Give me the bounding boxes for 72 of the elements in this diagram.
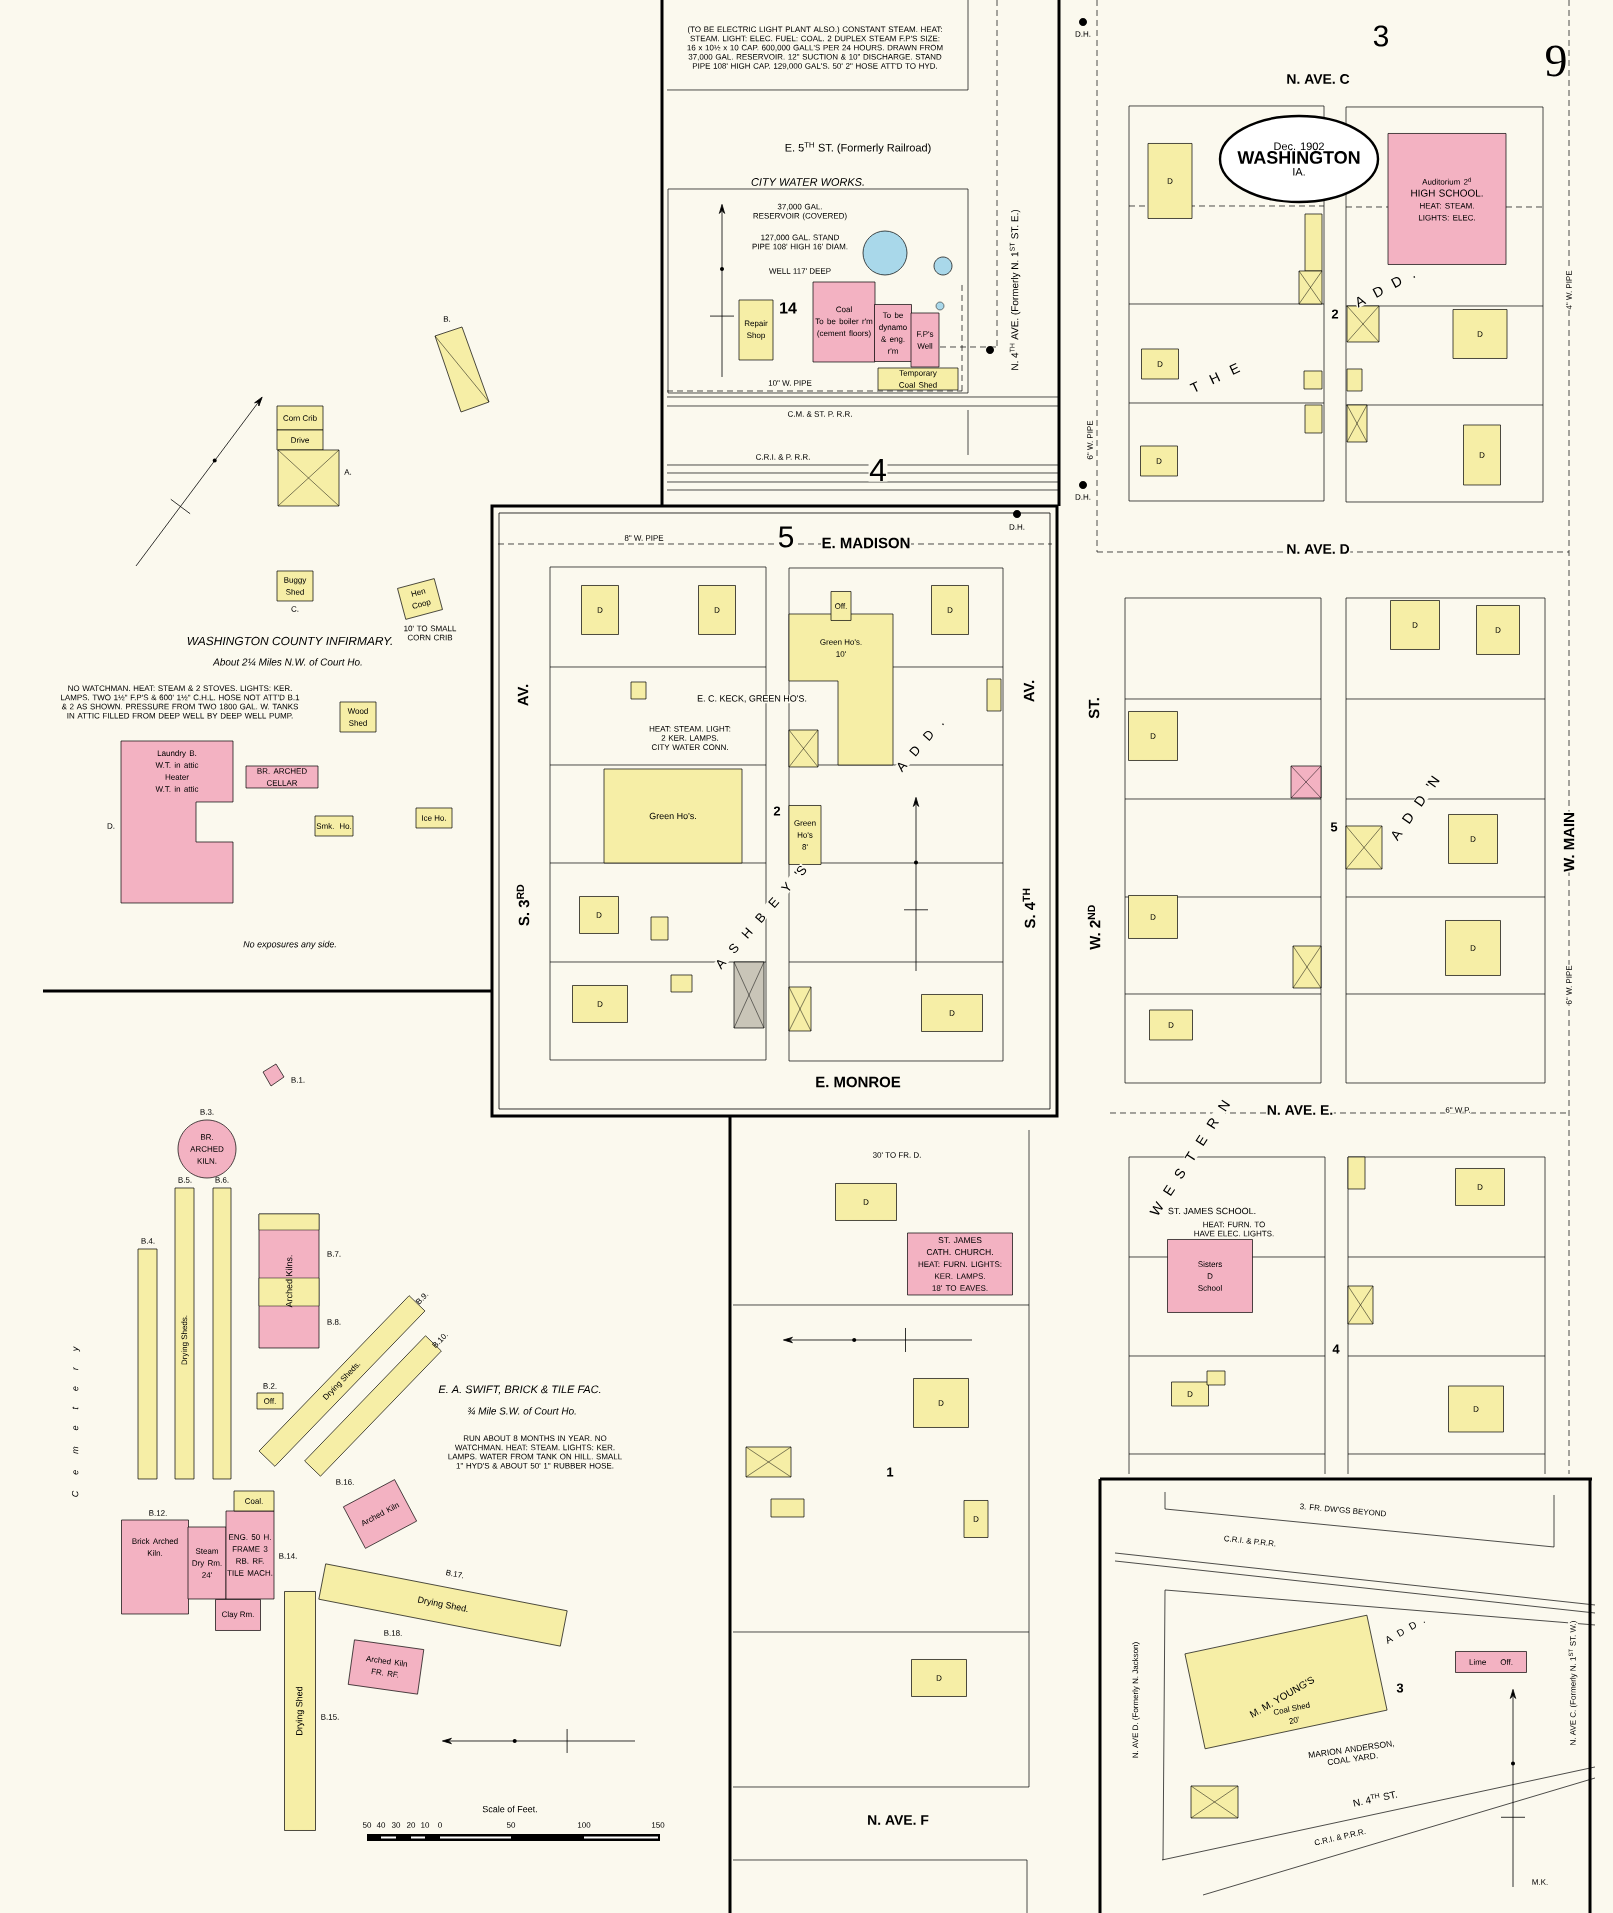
outbuilding	[1206, 1370, 1226, 1386]
outbuilding	[788, 729, 819, 768]
addition-name: A D D .	[1352, 267, 1418, 309]
outbuilding	[1346, 368, 1363, 392]
outbuilding	[1292, 945, 1322, 989]
kiln-building: Arched Kilns.	[258, 1213, 320, 1349]
water-tank	[933, 256, 953, 276]
scale-title: Scale of Feet.	[482, 1805, 537, 1813]
title-cartouche: Dec. 1902 WASHINGTON IA.	[1218, 114, 1380, 204]
block-number: 4	[1332, 1344, 1340, 1354]
street-name: W. MAIN	[1563, 811, 1575, 873]
outbuilding	[770, 1498, 805, 1518]
street-name: N. 4$^{TH}$ AVE. (Formerly N. 1$^{ST}$ ST. E.)	[1009, 209, 1021, 370]
outbuilding	[630, 681, 647, 700]
outbuilding	[733, 961, 765, 1029]
street-name: N. AVE. F	[868, 1815, 929, 1825]
outbuilding	[1303, 370, 1323, 390]
block-number: 5	[1330, 822, 1338, 832]
sheet-number: 9	[1546, 45, 1566, 77]
block-number: 2	[773, 806, 781, 816]
outbuilding	[434, 326, 490, 413]
street-name: S. 3$^{RD}$	[516, 884, 530, 926]
greenhouse: Green Ho's.	[603, 768, 743, 864]
street-name: E. MONROE	[816, 1076, 901, 1088]
street-name: AV.	[517, 684, 529, 706]
site-title: WASHINGTON COUNTY INFIRMARY.	[187, 636, 392, 646]
map-note: No exposures any side.	[243, 940, 336, 950]
site-subtitle: ¾ Mile S.W. of Court Ho.	[467, 1407, 576, 1415]
outbuilding	[650, 916, 669, 941]
site-title: E. C. KECK, GREEN HO'S.	[696, 694, 808, 704]
outbuilding	[1190, 1785, 1239, 1819]
drying-shed	[212, 1187, 232, 1480]
outbuilding	[1347, 1285, 1374, 1325]
block-number: 5	[777, 525, 795, 548]
street-name: W. 2$^{ND}$	[1087, 905, 1101, 950]
water-tank	[862, 230, 908, 276]
street-name: E. 5$^{TH}$ ST. (Formerly Railroad)	[785, 142, 931, 154]
site-subtitle: About 2¼ Miles N.W. of Court Ho.	[212, 658, 362, 666]
street-name: AV.	[1023, 680, 1035, 702]
site-title: CITY WATER WORKS.	[751, 178, 864, 186]
block-number: 1	[887, 1467, 894, 1477]
outbuilding	[1346, 404, 1368, 443]
outbuilding	[986, 678, 1002, 712]
outbuilding	[1304, 404, 1323, 434]
outbuilding	[1304, 213, 1323, 272]
outbuilding	[670, 974, 693, 993]
outbuilding	[262, 1063, 285, 1087]
drying-shed	[174, 1187, 195, 1480]
lot-number: 14	[780, 302, 797, 314]
block-number: 2	[1331, 309, 1339, 319]
outbuilding	[1290, 765, 1322, 799]
addition-name: A D D .	[894, 716, 946, 774]
street-name: N. AVE. E.	[1266, 1104, 1334, 1116]
street-name: S. 4$^{TH}$	[1022, 888, 1036, 929]
outbuilding	[1347, 1156, 1366, 1190]
outbuilding	[788, 986, 812, 1032]
outbuilding	[745, 1446, 792, 1478]
outbuilding	[1345, 825, 1383, 870]
addition-name: A S H B E Y 'S	[713, 863, 809, 971]
addition-name: T H E	[1189, 362, 1241, 392]
block-number: 3	[1373, 25, 1388, 47]
street-name: N. AVE. C	[1287, 74, 1350, 84]
drying-shed: Drying Shed	[284, 1591, 316, 1831]
addition-name: A D D 'N	[1388, 773, 1442, 843]
drying-shed	[137, 1248, 158, 1480]
outbuilding	[1298, 270, 1323, 305]
street-name: E. MADISON	[821, 537, 911, 549]
street-name: N. AVE. D	[1285, 543, 1351, 555]
area-name: C e m e t e r y	[71, 1346, 81, 1497]
street-name: N. 4$^{TH}$ ST.	[1353, 1791, 1398, 1807]
site-title: E. A. SWIFT, BRICK & TILE FAC.	[438, 1385, 601, 1395]
street-name: ST.	[1088, 698, 1100, 719]
